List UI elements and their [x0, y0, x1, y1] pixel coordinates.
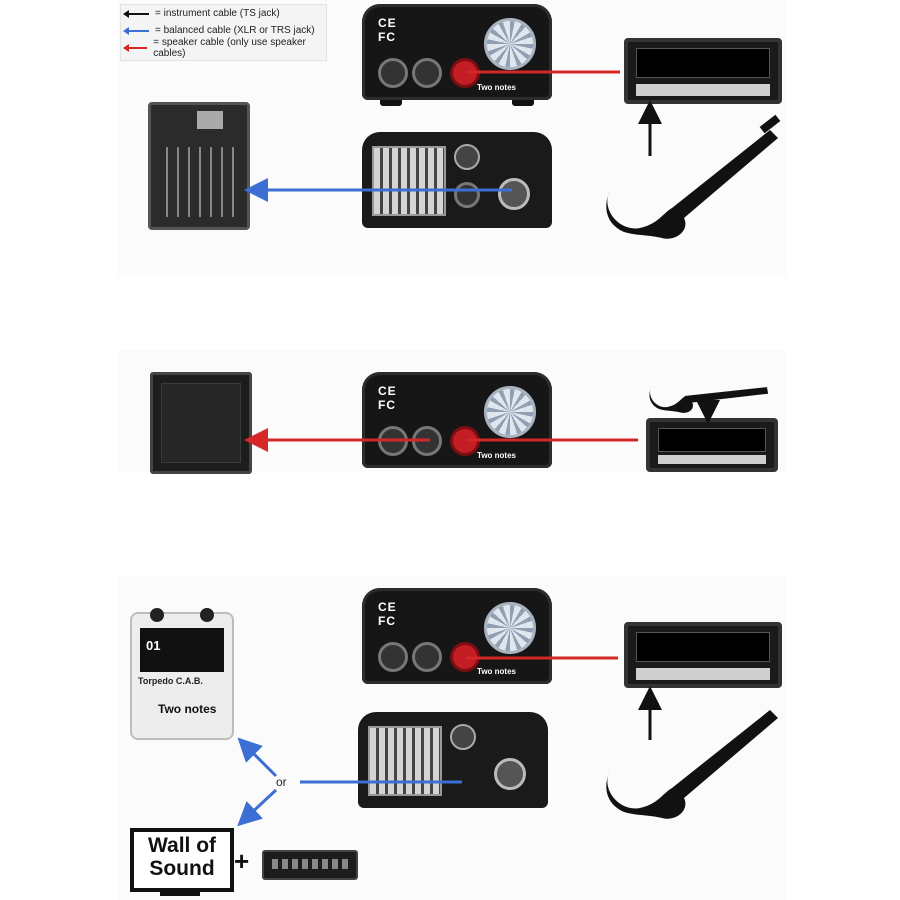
pedal-name: Torpedo C.A.B. — [138, 676, 203, 686]
torpedo-cab-pedal: 01 Torpedo C.A.B. Two notes — [130, 608, 234, 740]
legend-speaker: = speaker cable (only use speaker cables… — [121, 36, 326, 59]
fan-icon — [484, 602, 536, 654]
xlr-out-icon — [494, 758, 526, 790]
out-jack — [412, 58, 442, 88]
amp-control-strip — [636, 84, 770, 96]
captor-di-3 — [358, 712, 548, 808]
plus-sign: + — [234, 846, 250, 876]
mixer-screen — [197, 111, 223, 129]
guitar-icon — [606, 710, 778, 819]
thru-jack — [378, 58, 408, 88]
legend-instrument: = instrument cable (TS jack) — [121, 5, 326, 22]
fan-icon — [484, 386, 536, 438]
pedal-logo: Two notes — [158, 702, 217, 716]
monitor-stand — [160, 888, 200, 896]
cabinet-grille — [161, 383, 241, 463]
amp-control-strip — [658, 455, 766, 464]
mixer-faders — [159, 147, 239, 217]
fan-icon — [484, 18, 536, 70]
amp-control-strip — [636, 668, 770, 680]
guitar-icon — [606, 114, 781, 239]
amp-head-icon — [624, 38, 782, 104]
pedal-preset-number: 01 — [146, 638, 161, 653]
brand-mark: Two notes — [477, 83, 516, 92]
amp-grille — [658, 428, 766, 452]
or-label: or — [276, 775, 287, 789]
speaker-cabinet-icon — [150, 372, 252, 474]
amp-grille — [636, 48, 770, 78]
grill-icon — [368, 726, 442, 796]
foot — [380, 100, 402, 106]
line-out-jack — [454, 182, 480, 208]
cable-legend: = instrument cable (TS jack) = balanced … — [120, 4, 327, 61]
thru-jack — [378, 642, 408, 672]
balanced-cable — [237, 788, 278, 827]
pedal-knob-icon — [200, 608, 214, 622]
foot — [512, 100, 534, 106]
legend-balanced-label: = balanced cable (XLR or TRS jack) — [155, 25, 315, 36]
level-knob-icon — [450, 724, 476, 750]
mixer-icon — [148, 102, 250, 230]
legend-balanced: = balanced cable (XLR or TRS jack) — [121, 22, 326, 39]
captor-di-1 — [362, 132, 552, 228]
amp-head-icon — [646, 418, 778, 472]
amp-grille — [636, 632, 770, 662]
legend-instrument-label: = instrument cable (TS jack) — [155, 8, 280, 19]
legend-speaker-label: = speaker cable (only use speaker cables… — [153, 36, 306, 59]
amp-head-icon — [624, 622, 782, 688]
grill-icon — [372, 146, 446, 216]
balanced-cable-swatch — [123, 26, 149, 35]
speaker-input-jack — [450, 58, 480, 88]
guitar-icon — [649, 386, 769, 413]
xlr-out-icon — [498, 178, 530, 210]
audio-interface-icon — [262, 850, 358, 880]
pedal-knob-icon — [150, 608, 164, 622]
monitor-text: Wall of Sound — [147, 834, 217, 880]
brand-mark: Two notes — [477, 451, 516, 460]
level-knob-icon — [454, 144, 480, 170]
interface-controls — [272, 859, 348, 869]
balanced-cable — [237, 737, 278, 778]
instrument-cable-swatch — [123, 9, 149, 18]
speaker-cable-swatch — [122, 43, 148, 52]
pedal-display: 01 — [140, 628, 224, 672]
out-jack — [412, 642, 442, 672]
brand-mark: Two notes — [477, 667, 516, 676]
